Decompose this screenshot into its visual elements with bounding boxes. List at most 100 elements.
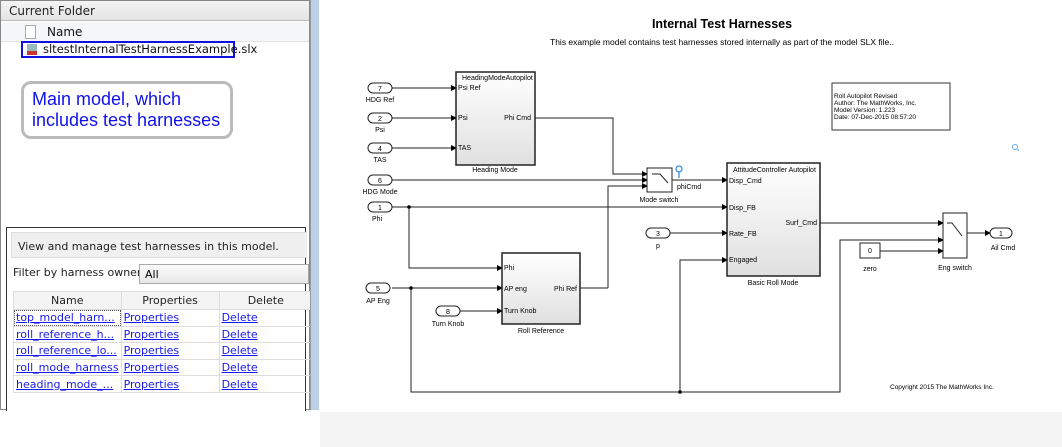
file-icon: [25, 25, 36, 39]
svg-text:Rate_FB: Rate_FB: [729, 231, 757, 238]
test-harness-panel: View and manage test harnesses in this m…: [6, 227, 314, 411]
current-folder-panel: Current Folder Name sltestInternalTestHa…: [0, 0, 314, 411]
harness-message: View and manage test harnesses in this m…: [11, 232, 307, 258]
harness-link[interactable]: heading_mode_...: [13, 375, 122, 393]
svg-text:8: 8: [446, 309, 450, 316]
inport-ap-eng[interactable]: 5AP Eng: [365, 282, 391, 305]
col-name: Name: [13, 291, 122, 310]
svg-text:Model Version: 1.223: Model Version: 1.223: [834, 107, 895, 114]
svg-text:Disp_FB: Disp_FB: [729, 205, 756, 212]
svg-text:Turn Knob: Turn Knob: [504, 308, 537, 315]
eng-switch-block[interactable]: Eng switch: [938, 212, 972, 272]
svg-text:Basic Roll Mode: Basic Roll Mode: [748, 280, 799, 287]
svg-text:Turn Knob: Turn Knob: [432, 321, 465, 328]
svg-text:Heading Mode: Heading Mode: [472, 167, 518, 174]
name-column-header[interactable]: Name: [1, 22, 309, 42]
svg-text:HDG Ref: HDG Ref: [366, 97, 394, 104]
delete-link[interactable]: Delete: [218, 325, 314, 344]
svg-text:Phi: Phi: [504, 265, 515, 272]
model-subtitle: This example model contains test harness…: [550, 37, 894, 47]
svg-text:Date: 07-Dec-2015 08:57:20: Date: 07-Dec-2015 08:57:20: [834, 114, 916, 121]
name-header-label: Name: [47, 25, 83, 39]
svg-text:Roll Autopilot Revised: Roll Autopilot Revised: [834, 93, 898, 100]
basic-roll-mode-block[interactable]: AttitudeController Autopilot Disp_CmdDis…: [726, 162, 821, 287]
signal-probe-icon: [675, 165, 683, 178]
properties-link[interactable]: Properties: [120, 309, 220, 327]
svg-text:1: 1: [999, 231, 1003, 238]
slx-file-icon: [27, 44, 37, 55]
callout-annotation: Main model, which includes test harnesse…: [21, 81, 233, 139]
svg-text:zero: zero: [863, 266, 877, 273]
svg-text:TAS: TAS: [373, 157, 386, 164]
model-title: Internal Test Harnesses: [652, 17, 792, 31]
svg-text:Phi Ref: Phi Ref: [554, 286, 577, 293]
svg-text:4: 4: [378, 146, 382, 153]
svg-text:AP eng: AP eng: [504, 286, 527, 293]
svg-text:HDG Mode: HDG Mode: [362, 189, 397, 196]
svg-text:Roll Reference: Roll Reference: [518, 328, 564, 335]
svg-text:1: 1: [378, 205, 382, 212]
harness-link[interactable]: top_model_harn...: [13, 309, 122, 327]
col-delete: Delete: [218, 291, 314, 310]
harness-link[interactable]: roll_mode_harness: [13, 358, 122, 377]
file-name: sltestInternalTestHarnessExample.slx: [43, 42, 258, 56]
col-properties: Properties: [120, 291, 220, 310]
svg-text:Surf_Cmd: Surf_Cmd: [785, 220, 817, 227]
svg-text:AttitudeController Autopilot: AttitudeController Autopilot: [733, 167, 816, 174]
properties-link[interactable]: Properties: [120, 358, 220, 377]
svg-text:7: 7: [378, 86, 382, 93]
panel-title: Current Folder: [1, 1, 309, 21]
harness-owner-filter[interactable]: All: [139, 264, 309, 284]
svg-text:Psi: Psi: [458, 115, 468, 122]
properties-link[interactable]: Properties: [120, 375, 220, 393]
canvas-footer: [320, 412, 1062, 447]
harness-link[interactable]: roll_reference_lo...: [13, 342, 122, 360]
vertical-scrollbar[interactable]: [310, 0, 319, 410]
svg-text:Psi Ref: Psi Ref: [458, 85, 481, 92]
delete-link[interactable]: Delete: [218, 358, 314, 377]
svg-text:Engaged: Engaged: [729, 257, 757, 264]
svg-text:Eng switch: Eng switch: [938, 265, 972, 272]
svg-text:HeadingModeAutopilot: HeadingModeAutopilot: [462, 75, 533, 82]
svg-text:Phi: Phi: [372, 216, 383, 223]
svg-text:Author: The MathWorks, Inc.: Author: The MathWorks, Inc.: [834, 100, 917, 107]
inport-p[interactable]: 3p: [645, 227, 671, 250]
phicmd-signal-label: phiCmd: [677, 184, 701, 191]
svg-text:Psi: Psi: [375, 127, 385, 134]
delete-link[interactable]: Delete: [218, 309, 314, 327]
svg-text:Mode switch: Mode switch: [640, 197, 679, 204]
svg-text:Phi Cmd: Phi Cmd: [504, 115, 531, 122]
svg-text:Ail Cmd: Ail Cmd: [991, 245, 1016, 252]
simulink-canvas[interactable]: Internal Test Harnesses This example mod…: [320, 0, 1062, 447]
svg-text:Disp_Cmd: Disp_Cmd: [729, 178, 762, 185]
delete-link[interactable]: Delete: [218, 375, 314, 393]
svg-text:2: 2: [378, 116, 382, 123]
signal-lines: [392, 85, 991, 393]
properties-link[interactable]: Properties: [120, 342, 220, 360]
delete-link[interactable]: Delete: [218, 342, 314, 360]
svg-text:TAS: TAS: [458, 145, 471, 152]
svg-text:5: 5: [376, 286, 380, 293]
mode-switch-block[interactable]: Mode switch phiCmd: [640, 165, 702, 204]
harness-link[interactable]: roll_reference_h...: [13, 325, 122, 344]
properties-link[interactable]: Properties: [120, 325, 220, 344]
zoom-icon[interactable]: [1012, 144, 1020, 152]
model-file-item[interactable]: sltestInternalTestHarnessExample.slx: [21, 41, 257, 58]
